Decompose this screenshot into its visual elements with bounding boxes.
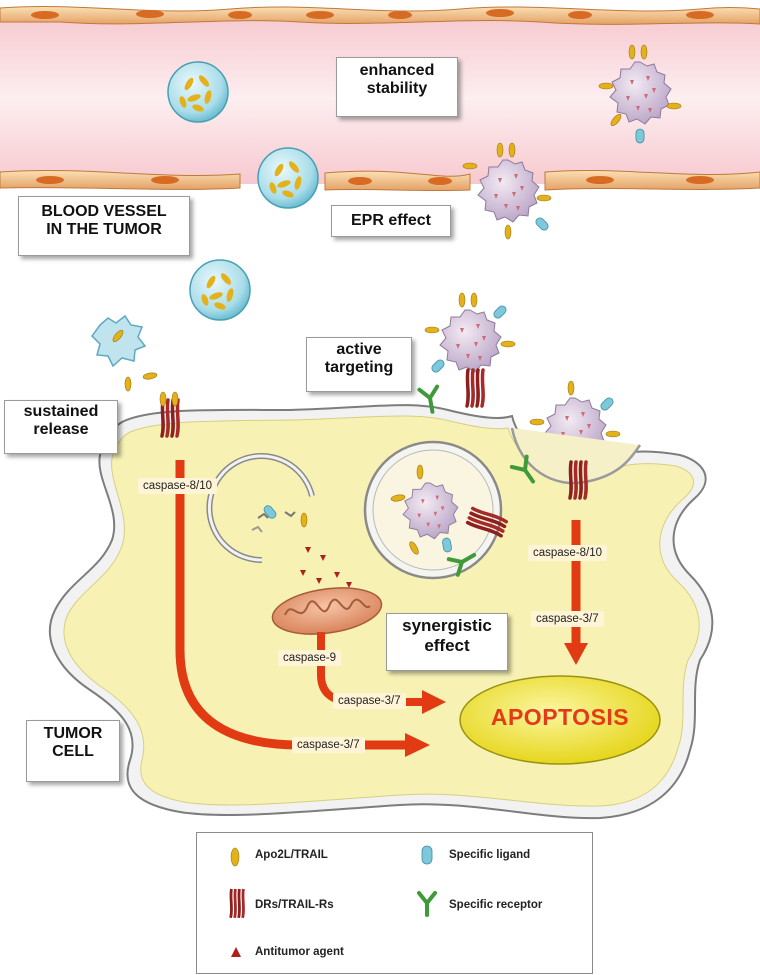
liposome-extravasating bbox=[257, 147, 319, 209]
legend-drs: DRs/TRAIL-Rs bbox=[255, 899, 334, 911]
death-receptor-icon bbox=[229, 888, 245, 919]
caspase-3-7-right: caspase-3/7 bbox=[531, 611, 604, 627]
legend-antitumor: Antitumor agent bbox=[255, 946, 344, 958]
apoptosis-ellipse bbox=[459, 675, 661, 765]
legend-trail: Apo2L/TRAIL bbox=[255, 849, 328, 861]
label-enhanced-stability: enhanced stability bbox=[336, 57, 458, 117]
mitochondrion bbox=[271, 587, 383, 635]
degrading-particle bbox=[91, 314, 158, 392]
apoptosis-label: APOPTOSIS bbox=[490, 704, 630, 730]
ligand-icon bbox=[421, 845, 433, 865]
caspase-8-10-right: caspase-8/10 bbox=[528, 545, 608, 561]
label-sustained-release: sustained release bbox=[4, 400, 118, 454]
liposome-in-vessel bbox=[167, 61, 229, 123]
label-synergistic-effect: synergistic effect bbox=[386, 613, 508, 671]
specific-receptor-icon bbox=[417, 891, 437, 917]
label-blood-vessel: BLOOD VESSEL IN THE TUMOR bbox=[18, 196, 190, 256]
nanoparticle-active-targeting bbox=[424, 292, 516, 375]
legend-receptor: Specific receptor bbox=[449, 899, 543, 911]
legend-ligand: Specific ligand bbox=[449, 849, 531, 861]
endosome bbox=[363, 440, 509, 580]
ruptured-vesicle bbox=[206, 453, 315, 564]
caspase-8-10-left: caspase-8/10 bbox=[138, 478, 218, 494]
label-epr-effect: EPR effect bbox=[331, 205, 451, 237]
legend: Apo2L/TRAIL DRs/TRAIL-Rs Antitumor agent… bbox=[196, 832, 593, 974]
caspase-3-7-middle: caspase-3/7 bbox=[333, 693, 406, 709]
caspase-3-7-bottom: caspase-3/7 bbox=[292, 737, 365, 753]
label-active-targeting: active targeting bbox=[306, 337, 412, 392]
caspase-9: caspase-9 bbox=[278, 650, 342, 666]
label-tumor-cell: TUMOR CELL bbox=[26, 720, 120, 782]
trail-icon bbox=[230, 847, 240, 867]
arrow-extrinsic-left bbox=[175, 460, 430, 757]
legend-symbols bbox=[229, 845, 437, 957]
liposome-in-tissue bbox=[189, 259, 251, 321]
antitumor-agent-icon bbox=[231, 947, 241, 957]
death-receptor-active bbox=[465, 368, 485, 408]
